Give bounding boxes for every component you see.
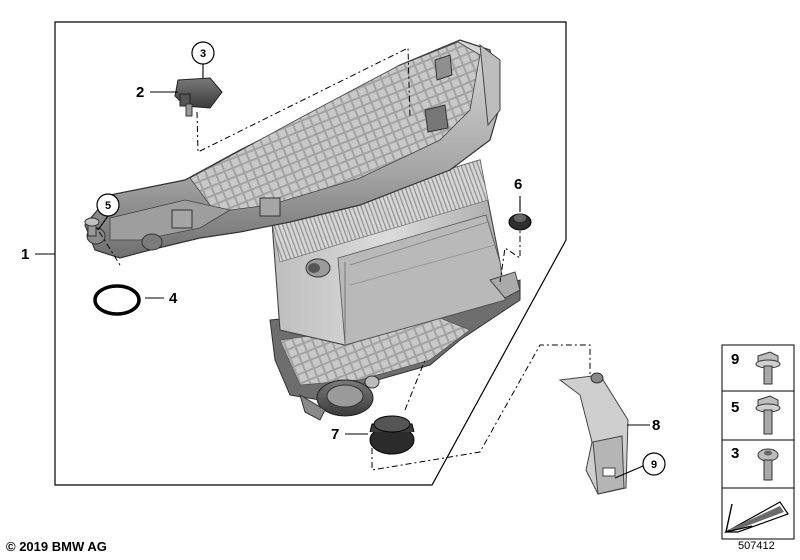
callout-4: 4 <box>169 290 178 307</box>
intake-manifold <box>84 39 501 259</box>
legend-row-9: 9 <box>731 351 781 385</box>
legend-number-3: 3 <box>731 445 739 462</box>
callout-7: 7 <box>331 426 339 443</box>
guide-lines <box>91 47 591 471</box>
copyright-text: © 2019 BMW AG <box>6 539 107 554</box>
flange-bolt-icon <box>755 395 781 435</box>
callout-3-circle: 3 <box>191 41 215 65</box>
grommet-small-part <box>508 213 532 231</box>
flange-bolt-icon <box>755 351 781 385</box>
leader-lines <box>35 64 650 479</box>
callout-6: 6 <box>514 176 522 193</box>
callout-9: 9 <box>651 459 657 471</box>
legend-row-3: 3 <box>731 445 779 481</box>
callout-5: 5 <box>105 200 111 212</box>
callout-8: 8 <box>652 417 660 434</box>
o-ring-part <box>93 284 141 316</box>
callout-2: 2 <box>136 84 144 101</box>
legend-row-5: 5 <box>731 395 781 435</box>
torx-screw-icon <box>757 448 779 481</box>
pressure-sensor-part <box>174 77 223 117</box>
manifold-bolt-part <box>84 217 100 237</box>
bracket-part <box>558 372 629 495</box>
legend-number-9: 9 <box>731 351 739 368</box>
diagram-id: 507412 <box>738 540 775 552</box>
assembly-frame <box>54 21 567 486</box>
direction-arrow-icon <box>723 501 789 533</box>
fastener-legend: 9 5 3 <box>721 344 795 540</box>
legend-number-5: 5 <box>731 399 739 416</box>
callout-3: 3 <box>200 48 206 60</box>
callout-1: 1 <box>21 246 29 263</box>
callout-5-circle: 5 <box>96 193 120 217</box>
callout-9-circle: 9 <box>642 452 666 476</box>
grommet-large-part <box>369 415 415 455</box>
